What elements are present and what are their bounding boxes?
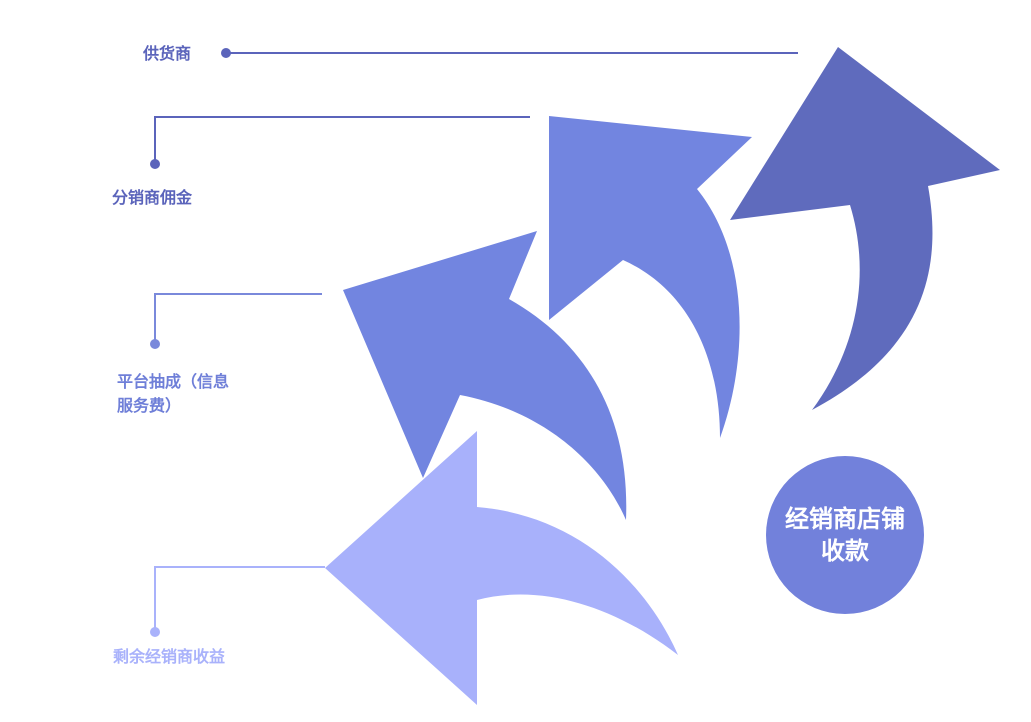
label-platform-fee-line2: 服务费）: [117, 396, 182, 415]
center-text-line2: 收款: [821, 537, 869, 565]
connector-platform: [150, 293, 322, 349]
connector-supplier: [221, 48, 798, 58]
label-distributor-commission: 分销商佣金: [112, 188, 193, 207]
label-platform-fee-line1: 平台抽成（信息: [117, 372, 230, 391]
connector-remaining: [150, 566, 325, 637]
center-text: 经销商店铺 收款: [785, 503, 905, 567]
arrow-remaining-icon: [325, 431, 678, 705]
arrow-supplier-icon: [730, 47, 1000, 410]
center-circle: 经销商店铺 收款: [766, 456, 924, 614]
label-platform-fee: 平台抽成（信息 服务费）: [117, 370, 267, 418]
connector-distributor: [150, 116, 530, 169]
label-remaining-income: 剩余经销商收益: [113, 647, 226, 666]
arrow-platform-icon: [343, 231, 627, 520]
label-supplier: 供货商: [143, 44, 192, 63]
center-text-line1: 经销商店铺: [785, 505, 905, 533]
arrow-distributor-icon: [549, 116, 752, 438]
